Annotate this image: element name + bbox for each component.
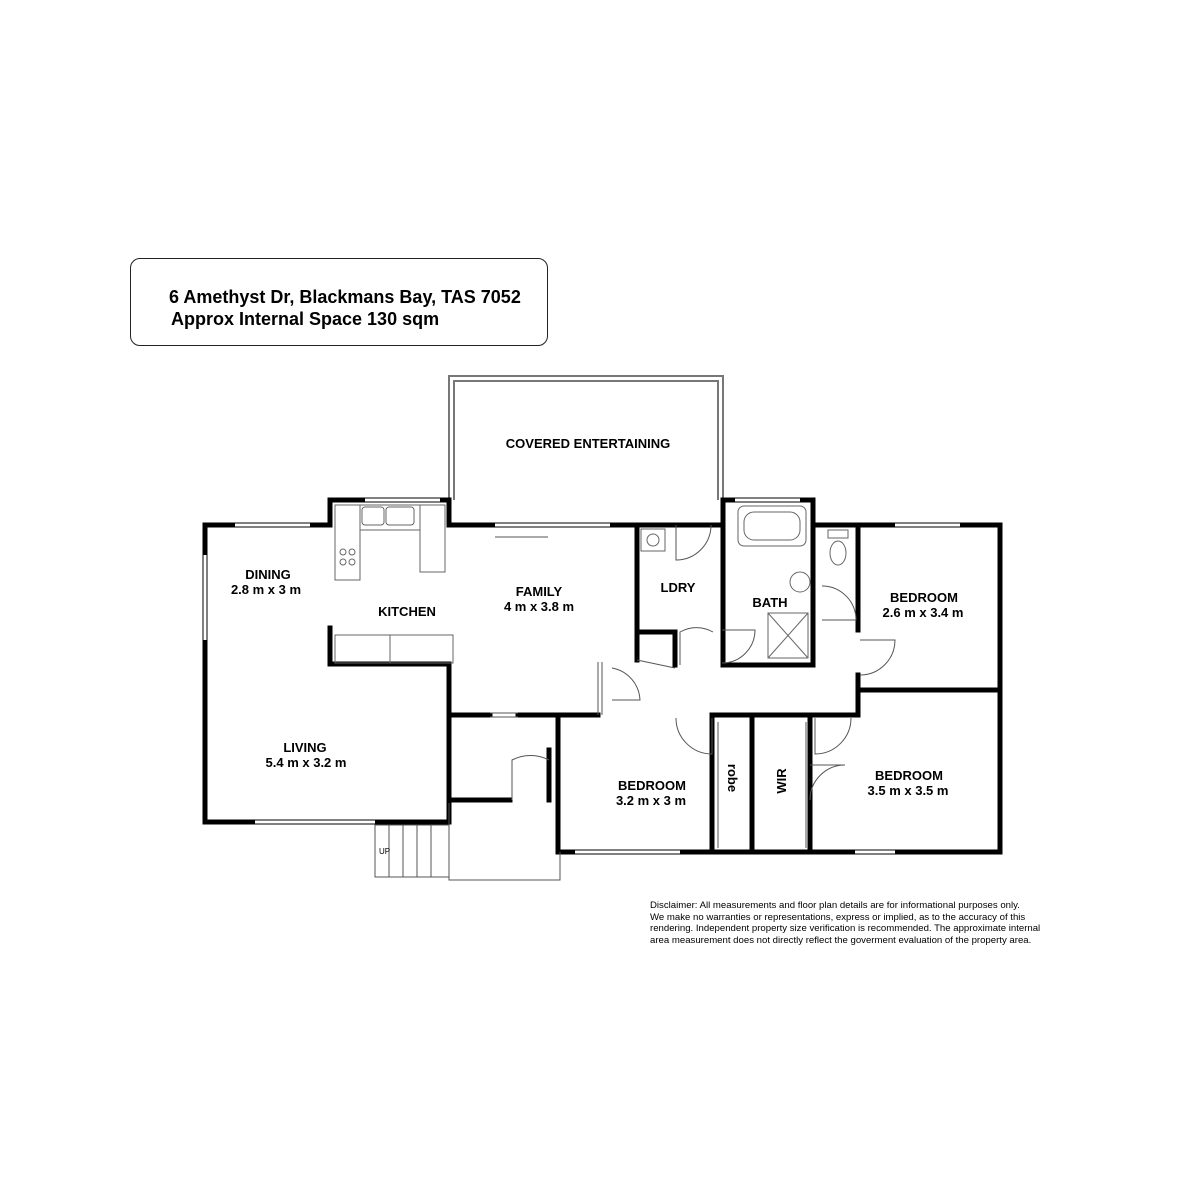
area-text: Approx Internal Space 130 sqm [171,309,440,329]
address-text: 6 Amethyst Dr, Blackmans Bay, TAS 7052 [169,287,521,307]
family-label: FAMILY [516,584,563,599]
wir-label: WIR [774,768,789,794]
bedroom-s-size: 3.2 m x 3 m [616,793,686,808]
bath-label: BATH [752,595,787,610]
bathroom-fixtures [640,505,849,659]
address-box: 6 Amethyst Dr, Blackmans Bay, TAS 7052 A… [130,258,548,346]
covered-entertaining-label: COVERED ENTERTAINING [506,436,670,451]
bedroom-s-label: BEDROOM [618,778,686,793]
room-labels: COVERED ENTERTAINING DINING 2.8 m x 3 m … [231,436,964,808]
stairs-up-label: UP [379,847,390,856]
bedroom-ne-size: 2.6 m x 3.4 m [883,605,964,620]
disclaimer-text: Disclaimer: All measurements and floor p… [650,900,1041,946]
kitchen-fixtures [334,504,454,664]
bedroom-se-label: BEDROOM [875,768,943,783]
window-frames [202,497,960,855]
family-size: 4 m x 3.8 m [504,599,574,614]
covered-entertaining-outline [448,375,724,500]
dining-size: 2.8 m x 3 m [231,582,301,597]
living-label: LIVING [283,740,326,755]
living-size: 5.4 m x 3.2 m [266,755,347,770]
entry-stairs [374,803,561,881]
doors [490,524,896,848]
laundry-label: LDRY [661,580,696,595]
robe-label: robe [725,764,740,792]
dining-label: DINING [245,567,291,582]
kitchen-label: KITCHEN [378,604,436,619]
windows [203,498,960,854]
bedroom-se-size: 3.5 m x 3.5 m [868,783,949,798]
bedroom-ne-label: BEDROOM [890,590,958,605]
